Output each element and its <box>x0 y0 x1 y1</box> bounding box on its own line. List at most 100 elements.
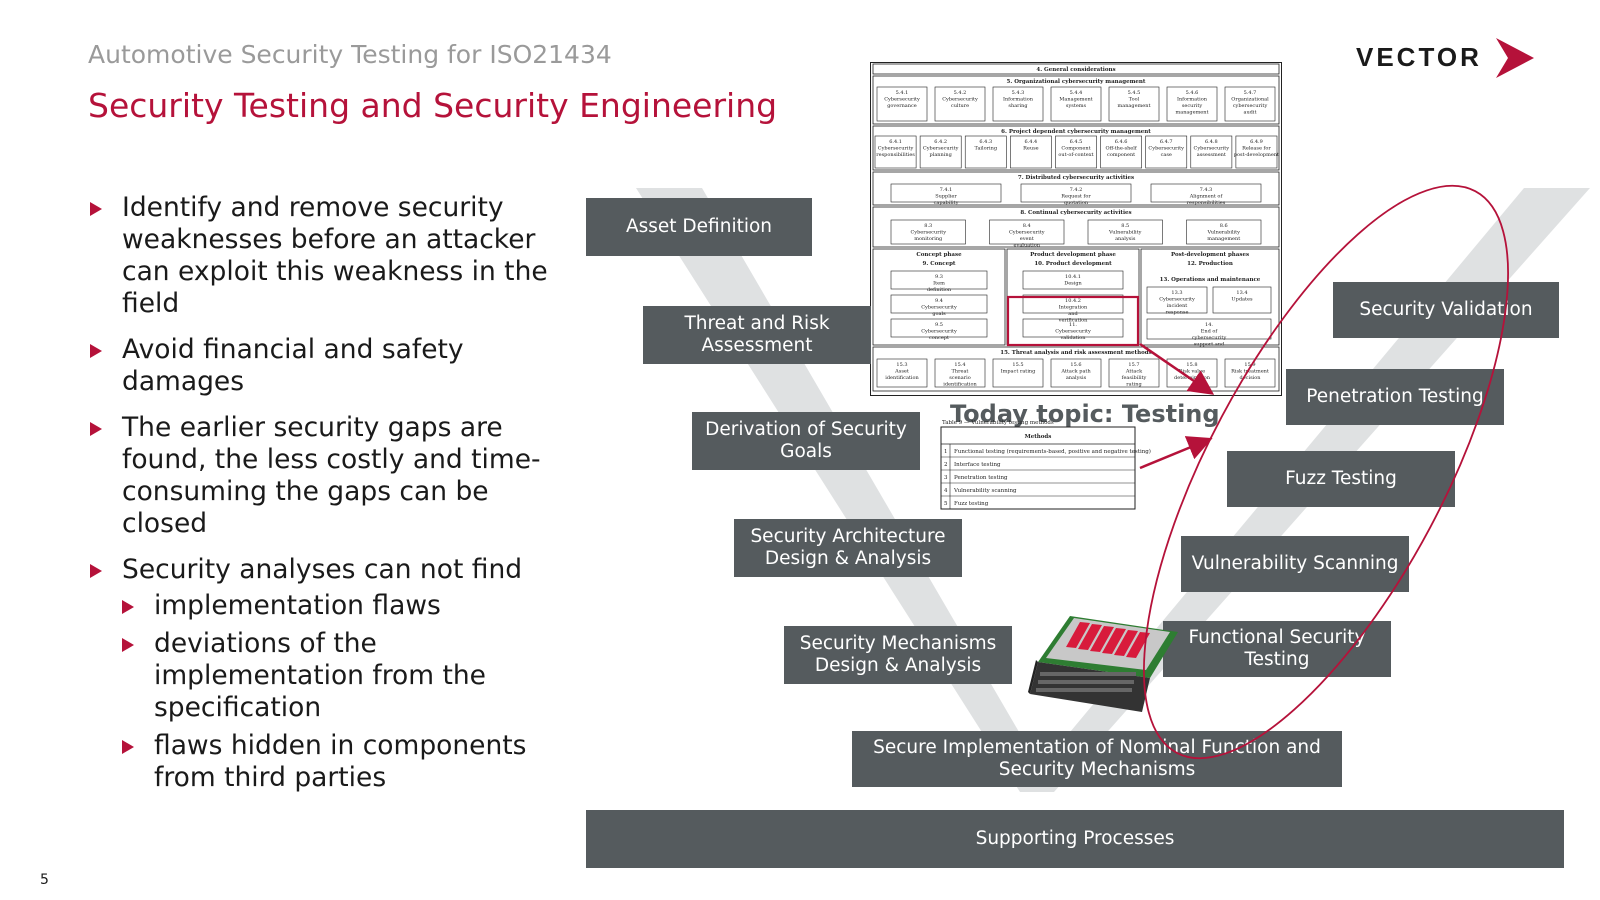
iso-row8-item: Cybersecurity <box>1009 230 1045 236</box>
post-phase-item: End of <box>1201 329 1219 335</box>
ecu-hardware-image <box>1028 616 1178 712</box>
iso-row15-item: analysis <box>1066 375 1087 381</box>
methods-row-label: Fuzz testing <box>954 501 989 507</box>
iso-row15-item: 15.9 <box>1244 362 1255 368</box>
iso-row15-item: Risk treatment <box>1231 369 1269 375</box>
iso-row6-item: planning <box>930 152 953 158</box>
v-left-threat-risk-assessment: Threat and Risk Assessment <box>643 306 871 364</box>
iso-row6-item: Cybersecurity <box>1148 146 1184 152</box>
iso-row7-item: 7.4.1 <box>940 187 953 193</box>
iso-row15-item: 15.4 <box>954 362 965 368</box>
v-right-functional-security-testing: Functional Security Testing <box>1163 621 1391 677</box>
sub-bullet-item: deviations of the implementation from th… <box>120 628 568 724</box>
iso-row5-item: 5.4.7 <box>1244 90 1257 96</box>
iso-row5-item: Information <box>1003 97 1034 103</box>
concept-phase-item: 9.4 <box>935 298 943 304</box>
iso-row5-item: 5.4.3 <box>1012 90 1025 96</box>
iso-row6-item: Cybersecurity <box>878 146 914 152</box>
concept-phase-item: 9.5 <box>935 322 943 328</box>
iso-row6-item: 6.4.2 <box>934 139 947 145</box>
iso-row6-item: Cybersecurity <box>923 146 959 152</box>
iso-row15-item: identification <box>943 382 977 388</box>
iso-row6-item: assessment <box>1197 152 1226 158</box>
bullet-arrow-icon <box>90 422 102 436</box>
iso-section-7: 7. Distributed cybersecurity activities <box>1018 175 1134 181</box>
iso-row5-item: 5.4.1 <box>896 90 909 96</box>
post-phase-item: 14. <box>1205 322 1213 328</box>
iso-row7-item: 7.4.2 <box>1070 187 1083 193</box>
sub-bullet-item: flaws hidden in components from third pa… <box>120 730 568 794</box>
bullet-item: The earlier security gaps are found, the… <box>88 412 568 540</box>
iso-row6-item: 6.4.9 <box>1250 139 1263 145</box>
concept-phase-item: Cybersecurity <box>921 305 957 311</box>
iso-row8-item: 8.6 <box>1220 223 1228 229</box>
iso-row15-item: Attack <box>1125 369 1143 375</box>
iso-row6-item: Reuse <box>1023 146 1039 152</box>
iso-row8-item: analysis <box>1115 236 1136 242</box>
bullet-arrow-icon <box>122 740 134 754</box>
iso-section-6: 6. Project dependent cybersecurity manag… <box>1001 129 1151 135</box>
iso-row15-item: 15.7 <box>1128 362 1139 368</box>
arrow-to-fuzz-testing <box>1139 436 1213 470</box>
methods-table-header: Methods <box>1025 434 1052 440</box>
methods-row-number: 3 <box>944 475 948 481</box>
bullet-arrow-icon <box>122 638 134 652</box>
iso-row5-item: Management <box>1059 97 1092 103</box>
iso-row15-item: 15.5 <box>1012 362 1023 368</box>
iso-row5-item: systems <box>1066 103 1087 109</box>
iso-row8-item: evaluation <box>1014 243 1041 249</box>
iso-row5-item: 5.4.2 <box>954 90 967 96</box>
iso-row8-item: 8.5 <box>1121 223 1129 229</box>
post-phase-item: incident <box>1167 303 1188 309</box>
validation-highlight <box>1006 295 1140 347</box>
product-phase-header: Product development phase <box>1030 252 1116 258</box>
iso-row7-item: Alignment of <box>1189 194 1224 200</box>
iso-row8-item: Vulnerability <box>1108 230 1142 236</box>
bullet-item: Identify and remove security weaknesses … <box>88 192 568 320</box>
iso-row5-item: audit <box>1243 110 1256 116</box>
v-right-vulnerability-scanning: Vulnerability Scanning <box>1181 536 1409 592</box>
iso-row6-item: 6.4.1 <box>889 139 902 145</box>
iso-row5-item: 5.4.6 <box>1186 90 1199 96</box>
iso-row6-item: 6.4.4 <box>1025 139 1038 145</box>
page-number: 5 <box>40 872 49 888</box>
product-phase-item: and <box>1068 311 1078 317</box>
sub-bullet-item: implementation flaws <box>120 590 568 622</box>
iso-row15-item: Attack path <box>1060 369 1091 375</box>
iso-row5-item: management <box>1117 103 1150 109</box>
post-phase-item: Updates <box>1231 297 1253 303</box>
methods-row-number: 5 <box>944 501 948 507</box>
bullet-arrow-icon <box>122 600 134 614</box>
product-phase-title: 10. Product development <box>1034 261 1112 267</box>
iso-row5-item: Organizational <box>1231 97 1269 103</box>
supporting-processes-bar: Supporting Processes <box>586 810 1564 868</box>
iso-section-4: 4. General considerations <box>1036 67 1115 73</box>
concept-phase-item: Cybersecurity <box>921 329 957 335</box>
iso-row6-item: Cybersecurity <box>1194 146 1230 152</box>
v-left-security-architecture: Security Architecture Design & Analysis <box>734 519 962 577</box>
bullet-arrow-icon <box>90 344 102 358</box>
iso-row8-item: Cybersecurity <box>910 230 946 236</box>
iso-row6-item: Tailoring <box>975 146 998 152</box>
post-phase-item: Cybersecurity <box>1159 297 1195 303</box>
iso-row5-item: culture <box>951 103 969 109</box>
concept-phase-item: concept <box>929 335 949 341</box>
iso-row5-item: Information <box>1177 97 1208 103</box>
methods-row-label: Interface testing <box>954 462 1001 468</box>
bullet-arrow-icon <box>90 202 102 216</box>
iso-row15-item: decision <box>1240 375 1262 381</box>
bullet-list: Identify and remove security weaknesses … <box>88 192 568 800</box>
product-phase-item: 10.4.1 <box>1065 274 1081 280</box>
product-phase-item: Design <box>1064 281 1082 287</box>
v-bottom-secure-implementation: Secure Implementation of Nominal Functio… <box>852 731 1342 787</box>
concept-phase-item: 9.3 <box>935 274 943 280</box>
iso-row15-item: scenario <box>949 375 971 381</box>
iso-row7-item: 7.4.3 <box>1200 187 1213 193</box>
iso-row6-item: out-of-context <box>1058 152 1093 158</box>
product-phase-item: Cybersecurity <box>1055 329 1091 335</box>
post-phase-item: 13.4 <box>1236 290 1247 296</box>
iso-row6-item: Component <box>1061 146 1090 152</box>
iso-row5-item: governance <box>887 103 917 109</box>
product-phase-item: 10.4.2 <box>1065 298 1081 304</box>
